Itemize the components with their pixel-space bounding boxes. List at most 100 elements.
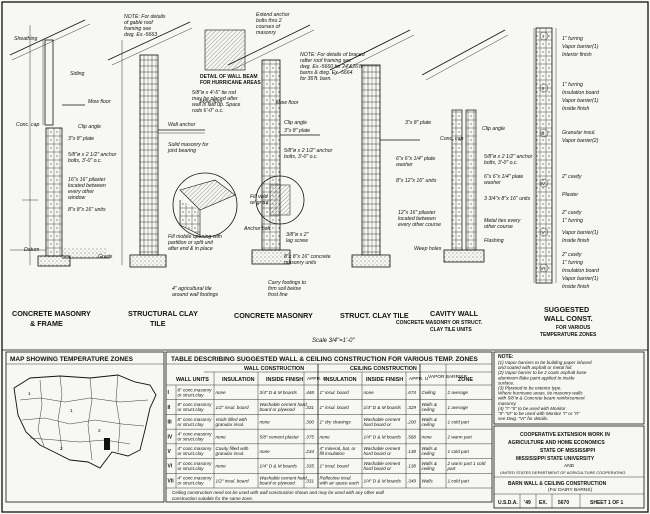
label-lag-screw-2: lag screw: [286, 238, 309, 244]
table-cell-fin: none: [260, 420, 271, 425]
table-cell-units: 8" conc.masonry: [178, 387, 213, 392]
table-cell-fin: 1/4" D & M boards: [260, 464, 298, 469]
table-cell-vb: none: [422, 434, 433, 439]
tie-rod-4: rods 6'-0" o.c.: [192, 108, 224, 114]
section-cavity-wall: 3"x 8" plate Conc. cap Clip angle 5/8"ø …: [396, 29, 533, 333]
numeral-vi: VI: [541, 266, 546, 272]
tie-rod-2: may be placed after: [192, 96, 238, 102]
table-cell-u2: .138: [407, 449, 416, 454]
note-anchor-bolts-1: Extend anchor: [256, 12, 290, 18]
table-cell-u1: .448: [305, 390, 314, 395]
table-cell-cins: 1" insul. board: [320, 405, 350, 410]
sug-furring-3: 1" furring: [562, 218, 583, 224]
label-plate-washer-3: 6"x 6"x 1/4" plate: [484, 174, 523, 180]
table-cell-zone: 2 warm part: [447, 434, 473, 439]
label-anchor-bolt: Anchor bolt: [243, 226, 271, 232]
col-appr-u: APPR. U: [307, 376, 327, 382]
notes-line: (2) Vapor barrier to be 2 coats asphalt …: [498, 370, 587, 375]
tb-line4: MISSISSIPPI STATE UNIVERSITY: [516, 456, 595, 462]
label-sheathing: Sheathing: [14, 36, 37, 42]
sug-cavity-1: 2" cavity: [561, 174, 582, 180]
table-cell-fin: 3/4" D & M boards: [260, 390, 298, 395]
label-siding: Siding: [70, 71, 85, 77]
notes-line: masonry.: [498, 401, 517, 406]
table-footnote-2: construction suitable for the same zone.: [172, 496, 253, 501]
label-pilaster2-3: every other course: [398, 222, 441, 228]
table-cell-ins: 1/2" insul. board: [216, 478, 249, 483]
caption-concrete-masonry: CONCRETE MASONRY: [234, 311, 313, 320]
table-cell-vb: Walls &: [422, 417, 438, 422]
notes-line: and coated with asphalt or metal foil.: [498, 365, 573, 370]
label-conc-cap: Conc. cap: [16, 122, 39, 128]
notes-line: with 5/8"ø & Concrete beam reinforcement: [498, 396, 585, 401]
note1-line4: dwg. Ex.-5663: [124, 32, 157, 38]
section-suggested-wall: I II III IV V VI 1" furring Vapor barrie…: [533, 27, 600, 338]
label-plate-washer-1: 6"x 6"x 1/4" plate: [396, 156, 435, 162]
sug-vapor-5: Vapor barrier(1): [562, 276, 599, 282]
sug-furring-1: 1" furring: [562, 36, 583, 42]
notes-box: NOTE: (1) Vapor barriers to be building …: [493, 351, 645, 425]
temperature-zone-map: MAP SHOWING TEMPERATURE ZONES 1 1 2 2: [5, 351, 165, 503]
notes-line: "II"-"III" to be used with Monitor "I" o…: [498, 411, 580, 416]
map-title: MAP SHOWING TEMPERATURE ZONES: [10, 356, 134, 363]
note2-line5: for 36'ft. barn.: [300, 76, 332, 82]
table-cell-num: V: [168, 449, 172, 455]
table-cell-ins: none: [216, 434, 227, 439]
label-solid-masonry-1: Solid masonry for: [168, 142, 209, 148]
table-cell-cins: 1" dry shavings: [320, 420, 352, 425]
table-cell-u1: .300: [305, 420, 314, 425]
caption-struct-clay-tile: STRUCT. CLAY TILE: [340, 311, 409, 320]
notes-line: see Dwg. "VI" for details.: [498, 416, 549, 421]
table-cell-ins: Voids filled with: [216, 417, 248, 422]
notes-line: Where hurricane areas, tie masonry walls: [498, 391, 583, 396]
sug-vapor-1: Vapor barrier(1): [562, 44, 599, 50]
note2-line1: NOTE: For details of braced: [300, 52, 366, 58]
table-cell-zone: 2 average: [447, 390, 469, 395]
table-cell-vb: ceiling: [422, 422, 435, 427]
table-cell-fin: Washable cement hard: [260, 402, 308, 407]
tb-sheet: SHEET 1 OF 1: [590, 500, 624, 506]
table-cell-fin: board or plywood: [260, 407, 296, 412]
label-conc-units-2: masonry units: [284, 260, 317, 266]
sug-granular: Granular insul.: [562, 130, 596, 136]
table-cell-u1: .331: [305, 478, 314, 483]
col-c-insulation: INSULATION: [324, 377, 357, 383]
caption-suggested-2: WALL CONST.: [544, 314, 593, 323]
col-c-appr-u: APPR. U: [409, 376, 429, 382]
notes-line: (3) Plywood to be exterior type.: [498, 386, 562, 391]
construction-table: TABLE DESCRIBING SUGGESTED WALL & CEILIN…: [165, 351, 493, 503]
table-cell-u2: .138: [407, 464, 416, 469]
table-cell-vb: Ceiling: [422, 390, 436, 395]
table-cell-fin: board or plywood: [260, 481, 296, 486]
table-cell-units: 4" conc.masonry: [178, 432, 213, 437]
tb-drawing-title: BARN WALL & CEILING CONSTRUCTION: [508, 481, 607, 487]
table-cell-units: or struct.clay: [178, 407, 205, 412]
label-plate-3: 3"x 8" plate: [405, 120, 431, 126]
section-struct-clay-tile: 6"x 6"x 1/4" plate washer 8"x 12"x 16" u…: [329, 29, 437, 320]
tb-ex: EX.: [539, 500, 548, 506]
us-outline: [13, 374, 157, 469]
sug-cavity-3: 2" cavity: [561, 252, 582, 258]
table-cell-vb: Walls &: [422, 461, 438, 466]
label-plate-2: 3"x 8" plate: [284, 128, 310, 134]
sug-inside-finish-3: Inside finish: [562, 284, 590, 290]
label-grade: Grade: [98, 254, 113, 260]
note1-line1: NOTE: For details: [124, 14, 166, 20]
label-anchor-bolts-3: 5/8"ø x 2 1/2" anchor: [284, 148, 333, 154]
label-clip-angle-2: Clip angle: [284, 120, 307, 126]
table-cell-cfin: hard board or: [364, 422, 392, 427]
table-cell-cins: 1" insul. board: [320, 390, 350, 395]
numeral-v: V: [542, 230, 546, 236]
col-wall-units: WALL UNITS: [176, 377, 209, 383]
notes-line: (1) Vapor barriers to be building paper …: [498, 360, 592, 365]
table-cell-cfin: Washable cement: [364, 461, 401, 466]
label-pilaster-2: located between: [68, 183, 106, 189]
note1-line3: framing see: [124, 26, 151, 32]
svg-text:2: 2: [98, 428, 101, 434]
table-cell-ins: granular insul.: [216, 451, 245, 456]
table-cell-ins: granular insul.: [216, 422, 245, 427]
table-cell-units: 8" conc.masonry: [178, 417, 213, 422]
